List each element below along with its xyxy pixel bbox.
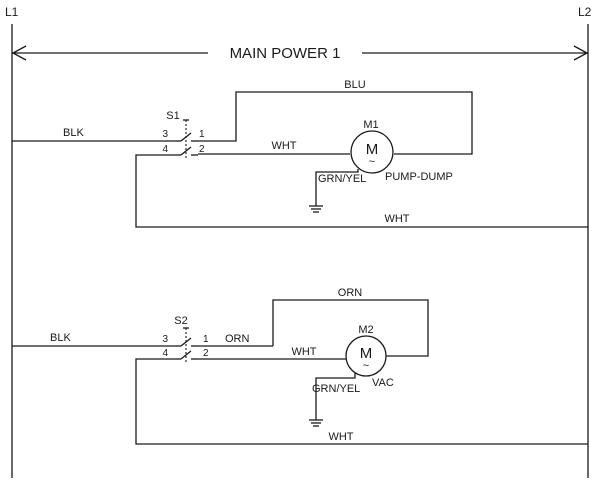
main-power-title: MAIN POWER 1 (230, 45, 341, 62)
motor-m2-id: M2 (358, 324, 373, 336)
motor-m1-name: PUMP-DUMP (385, 171, 453, 183)
wire-wht-return-1 (135, 154, 588, 228)
rail-l1-label: L1 (5, 5, 19, 19)
arrow-left-icon (11, 45, 27, 61)
wire-label-wht-m2: WHT (291, 346, 316, 358)
main-power-span (11, 45, 589, 61)
arrow-right-icon (573, 45, 589, 61)
s2-terminal-3: 3 (162, 334, 168, 345)
motor-m2 (345, 335, 387, 377)
s1-terminal-4: 4 (162, 144, 168, 155)
switch-s1 (175, 119, 198, 158)
s2-terminal-1: 1 (203, 334, 209, 345)
ground-icon (309, 419, 323, 427)
switch-s2 (175, 327, 198, 362)
wire-wht-return-2 (135, 358, 588, 445)
s2-terminal-4: 4 (162, 348, 168, 359)
s1-terminal-2: 2 (199, 144, 205, 155)
s2-terminal-2: 2 (203, 348, 209, 359)
wire-label-blu-1: BLU (344, 79, 365, 91)
wire-label-wht-return-2: WHT (328, 431, 353, 443)
switch-s2-label: S2 (174, 315, 187, 327)
motor-m1-id: M1 (363, 119, 378, 131)
wire-orn-loop-2 (272, 299, 429, 357)
motor-m1-tilde: ~ (369, 156, 375, 168)
wire-ground-2 (315, 373, 356, 420)
wire-label-ground-1: GRN/YEL (318, 173, 366, 185)
wire-label-orn-loop-2: ORN (338, 287, 363, 299)
wire-label-wht-m1: WHT (271, 140, 296, 152)
motor-m2-tilde: ~ (363, 360, 369, 372)
motor-m2-symbol: M (360, 345, 373, 362)
circuit-1: BLK S1 3 1 4 2 BLU WHT M ~ M1 PUMP-DUMP (12, 79, 588, 228)
wire-label-ground-2: GRN/YEL (312, 383, 360, 395)
switch-s1-label: S1 (166, 110, 179, 122)
motor-m1-symbol: M (366, 141, 379, 158)
wire-label-wht-return-1: WHT (384, 213, 409, 225)
wire-label-blk-1: BLK (63, 127, 84, 139)
motor-m1 (350, 130, 394, 174)
s1-terminal-3: 3 (162, 129, 168, 140)
motor-m2-name: VAC (372, 377, 394, 389)
wire-label-blk-2: BLK (50, 332, 71, 344)
wire-label-orn-switch-2: ORN (225, 333, 250, 345)
wire-ground-1 (315, 169, 359, 206)
circuit-2: BLK S2 3 1 4 2 ORN ORN WHT M ~ M2 VA (12, 287, 588, 445)
rail-l2-label: L2 (578, 5, 592, 19)
wire-blu-1 (198, 91, 473, 155)
s1-terminal-1: 1 (199, 129, 205, 140)
ground-icon (309, 205, 323, 213)
